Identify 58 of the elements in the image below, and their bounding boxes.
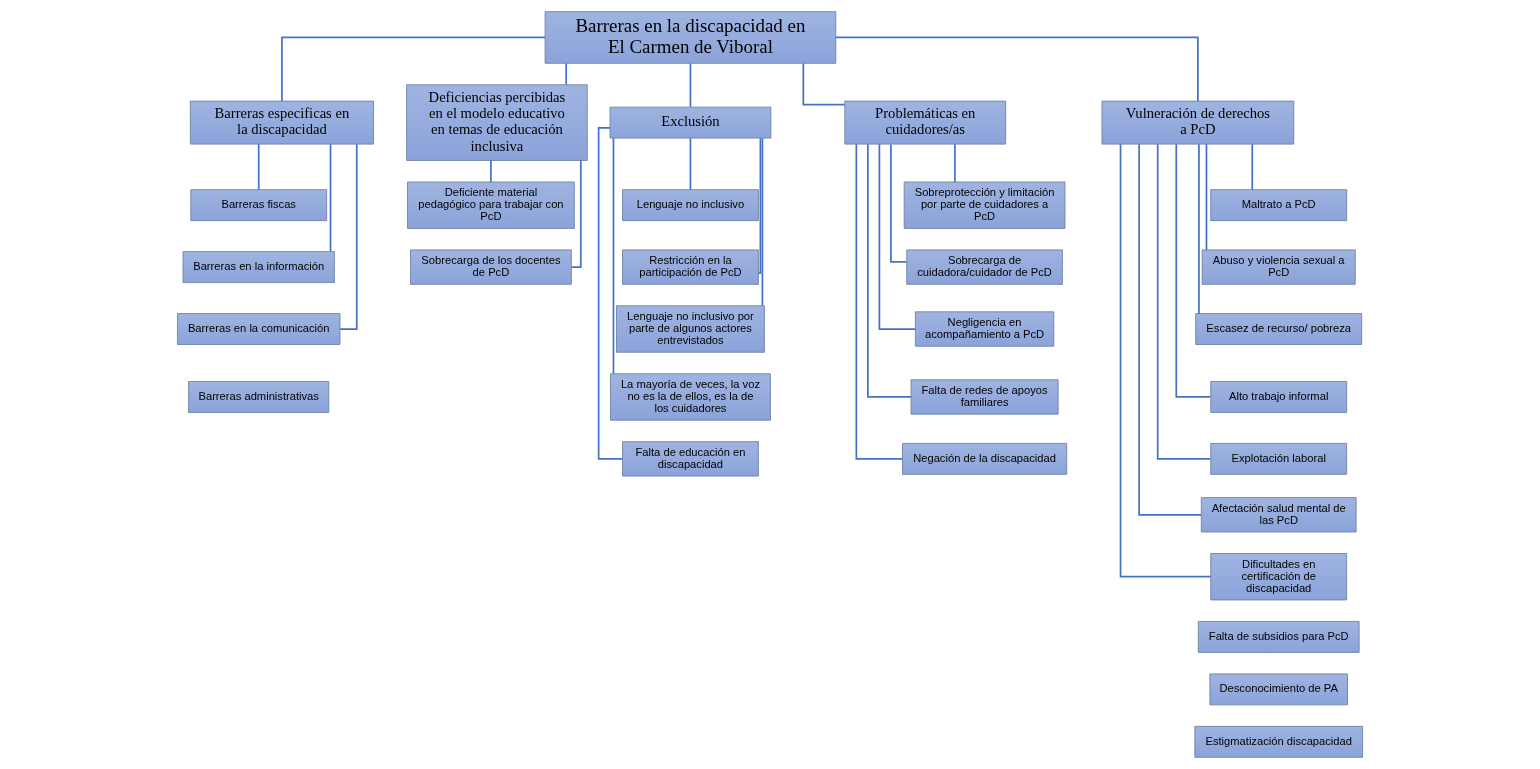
connector <box>867 143 912 398</box>
node-box: Falta de subsidios para PcD <box>1197 621 1360 653</box>
connector <box>490 159 492 183</box>
connector <box>1205 143 1208 251</box>
node-box: Lenguaje no inclusivo por parte de algunos actores entrevistados <box>616 305 765 353</box>
node-box: Sobreprotección y limitación por parte de cuidadores a PcD <box>903 181 1066 229</box>
node-box: Barreras en la información <box>182 251 335 283</box>
connector <box>855 143 904 460</box>
node-box: Negligencia en acompañamiento a PcD <box>914 311 1055 347</box>
connector <box>570 159 582 268</box>
node-box: Vulneración de derechos a PcD <box>1101 100 1295 145</box>
node-box: Deficiente material pedagógico para trabajar con PcD <box>407 181 575 229</box>
node-box: Escasez de recurso/ pobreza <box>1195 313 1363 345</box>
node-box: Falta de redes de apoyos familiares <box>910 379 1059 415</box>
connector <box>954 143 956 183</box>
node-box: Negación de la discapacidad <box>902 443 1068 475</box>
connector <box>890 143 908 263</box>
node-box: Desconocimiento de PA <box>1209 673 1348 706</box>
connector <box>802 62 846 106</box>
node-box: Barreras en la discapacidad en El Carmen de Viboral <box>544 11 837 64</box>
connector <box>689 137 692 191</box>
connector <box>1138 143 1202 516</box>
node-box: Barreras administrativas <box>188 381 330 413</box>
node-box: Barreras especificas en la discapacidad <box>189 100 374 145</box>
node-box: Problemáticas en cuidadores/as <box>844 100 1007 145</box>
node-box: Barreras fiscas <box>190 189 328 222</box>
connector <box>1175 143 1212 398</box>
node-box: Restricción en la participación de PcD <box>622 249 759 285</box>
connector <box>565 62 568 86</box>
connector <box>612 137 615 375</box>
node-box: Falta de educación en discapacidad <box>622 441 759 477</box>
node-box: Abuso y violencia sexual a PcD <box>1201 249 1356 285</box>
connector <box>1198 143 1200 315</box>
node-box: Maltrato a PcD <box>1210 189 1348 222</box>
connector <box>597 126 624 460</box>
node-box: Barreras en la comunicación <box>177 313 341 345</box>
node-box: Dificultades en certificación de discapacidad <box>1210 553 1348 601</box>
connector <box>761 137 764 307</box>
node-box: Explotación laboral <box>1210 443 1348 475</box>
connector <box>757 137 762 274</box>
node-box: Deficiencias percibidas en el modelo educativo en temas de educación inclusiva <box>406 84 588 161</box>
connector <box>1251 143 1254 191</box>
connector <box>835 36 1199 102</box>
node-box: Sobrecarga de los docentes de PcD <box>410 249 572 285</box>
connector <box>689 62 692 108</box>
connector <box>1156 143 1212 460</box>
node-box: Estigmatización discapacidad <box>1194 725 1363 758</box>
node-box: Afectación salud mental de las PcD <box>1200 497 1357 533</box>
node-box: Exclusión <box>609 106 772 139</box>
connector <box>1119 143 1212 578</box>
connector <box>281 36 546 102</box>
connector <box>878 143 917 330</box>
node-box: Alto trabajo informal <box>1210 381 1348 413</box>
connector <box>329 143 332 253</box>
node-box: Sobrecarga de cuidadora/cuidador de PcD <box>906 249 1063 285</box>
node-box: La mayoría de veces, la voz no es la de ellos, es la de los cuidadores <box>610 373 771 421</box>
connector <box>257 143 260 191</box>
node-box: Lenguaje no inclusivo <box>622 189 759 222</box>
